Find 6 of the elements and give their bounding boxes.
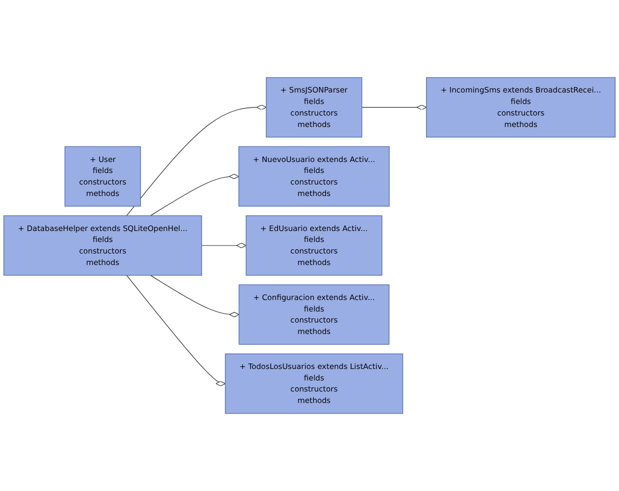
connector <box>150 174 240 216</box>
connector <box>150 275 240 318</box>
connector <box>126 104 267 216</box>
connector <box>201 242 246 248</box>
connector <box>362 104 427 110</box>
connector <box>126 275 226 386</box>
